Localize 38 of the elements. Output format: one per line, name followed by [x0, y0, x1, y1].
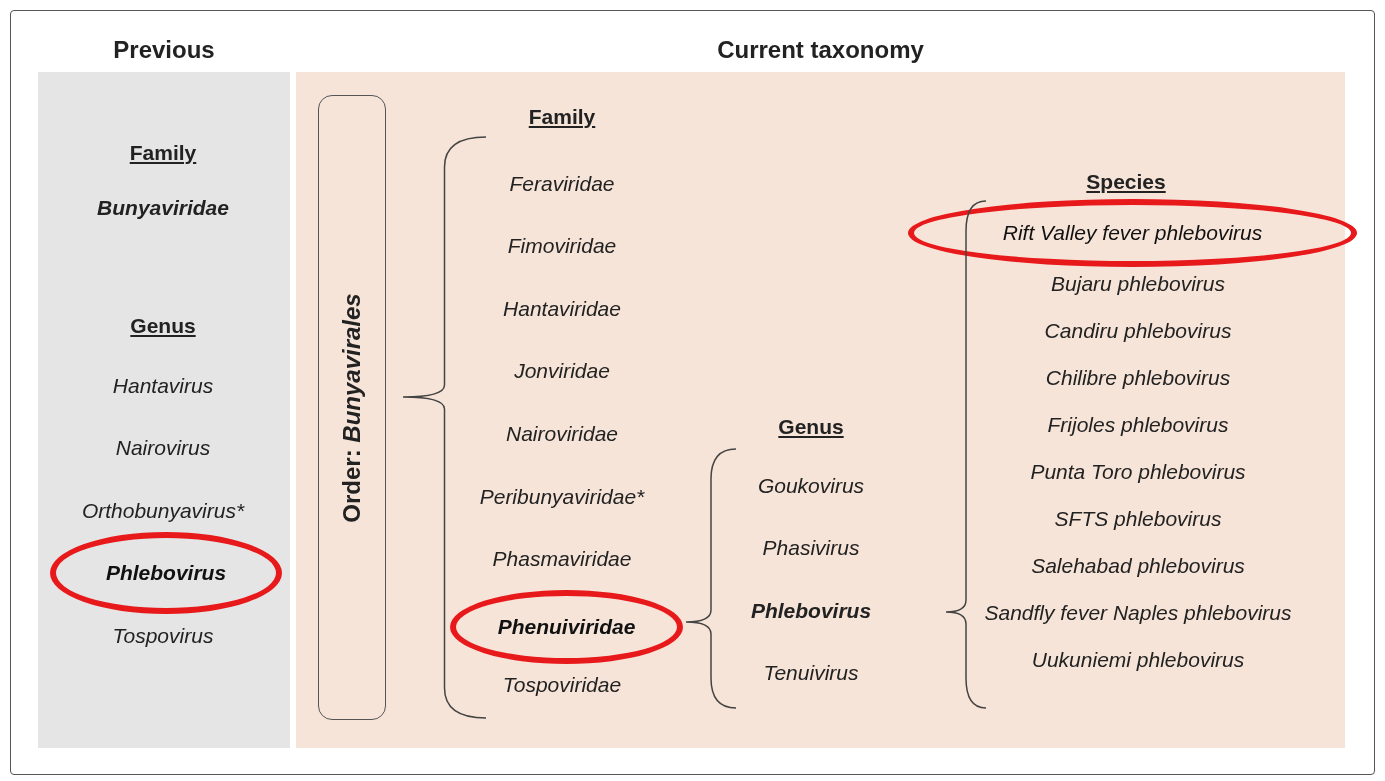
taxon-name: Candiru phlebovirus: [1044, 319, 1232, 343]
taxon-name: Tospovirus: [112, 624, 214, 648]
taxon-name: Frijoles phlebovirus: [1047, 413, 1229, 437]
taxon-name: Bunyaviridae: [97, 196, 229, 220]
taxon-name: Uukuniemi phlebovirus: [1031, 648, 1245, 672]
taxon-name: Bujaru phlebovirus: [1051, 272, 1225, 296]
taxon-name: Goukovirus: [757, 474, 865, 498]
taxon-name: Orthobunyavirus*: [81, 499, 245, 523]
panel-heading: Previous: [112, 36, 216, 64]
highlight-ellipse: Phlebovirus: [50, 532, 282, 614]
panel-heading: Current taxonomy: [716, 36, 925, 64]
highlight-ellipse: Rift Valley fever phlebovirus: [908, 199, 1357, 267]
taxon-name: Phasmaviridae: [492, 547, 632, 571]
taxon-name: Fimoviridae: [507, 234, 617, 258]
taxon-name: Nairovirus: [115, 436, 211, 460]
column-heading: Genus: [130, 314, 196, 338]
column-heading: Species: [1086, 170, 1166, 194]
taxon-name: Phlebovirus: [750, 599, 872, 623]
column-heading: Genus: [778, 415, 844, 439]
column-heading: Family: [528, 105, 596, 129]
taxon-name: Sandfly fever Naples phlebovirus: [984, 601, 1292, 625]
rounded-box: [318, 95, 386, 720]
taxon-name: Hantavirus: [112, 374, 214, 398]
taxon-name: Tenuivirus: [763, 661, 859, 685]
highlight-ellipse: Phenuiviridae: [450, 590, 683, 664]
taxon-name: Peribunyaviridae*: [479, 485, 645, 509]
taxon-name: Phasivirus: [762, 536, 860, 560]
taxon-name: Nairoviridae: [506, 422, 618, 446]
column-heading: Family: [129, 141, 197, 165]
taxon-name: SFTS phlebovirus: [1054, 507, 1222, 531]
taxon-name: Punta Toro phlebovirus: [1030, 460, 1246, 484]
taxon-name: Tospoviridae: [502, 673, 622, 697]
taxon-name: Feraviridae: [509, 172, 615, 196]
taxon-name: Chilibre phlebovirus: [1045, 366, 1231, 390]
vertical-label: Order: Bunyavirales: [338, 292, 366, 523]
taxon-name: Salehabad phlebovirus: [1031, 554, 1245, 578]
taxon-name: Hantaviridae: [503, 297, 621, 321]
taxon-name: Jonviridae: [514, 359, 610, 383]
